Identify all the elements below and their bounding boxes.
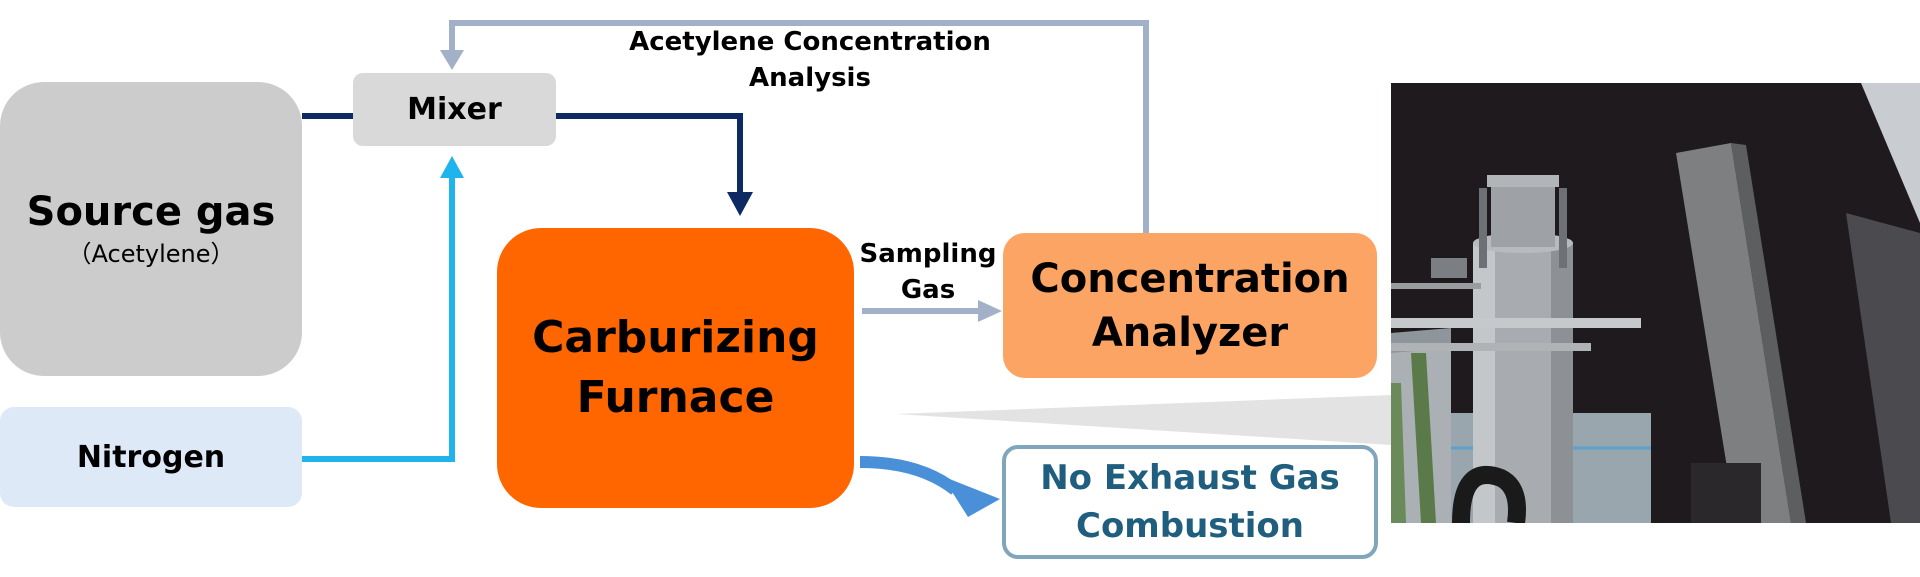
furnace-label-line2: Furnace [576, 372, 775, 423]
concentration-analyzer-box: Concentration Analyzer [1003, 233, 1377, 378]
nitrogen-box: Nitrogen [0, 407, 302, 507]
exhaust-curve [859, 456, 959, 495]
source-gas-title: Source gas [26, 189, 276, 235]
source-gas-box: Source gas （Acetylene） [0, 82, 302, 376]
exhaust-label-line1: No Exhaust Gas [1040, 458, 1340, 498]
feedback-label-line1: Acetylene Concentration [629, 27, 991, 57]
photo-callout-wedge [896, 395, 1391, 445]
sampling-arrowhead [978, 300, 1002, 322]
analyzer-label-line1: Concentration [1030, 255, 1350, 302]
mixer-to-furnace-line [556, 113, 743, 195]
nitrogen-to-mixer-arrowhead [440, 156, 464, 178]
carburizing-furnace-box: Carburizing Furnace [497, 228, 854, 508]
feedback-loop-label: Acetylene Concentration Analysis [620, 24, 1000, 96]
mixer-box: Mixer [353, 73, 556, 146]
mixer-label: Mixer [407, 92, 502, 127]
analyzer-label-line2: Analyzer [1091, 309, 1289, 356]
nitrogen-label: Nitrogen [76, 439, 226, 475]
sampling-gas-label: Sampling Gas [848, 236, 1008, 308]
sampling-label-line1: Sampling [859, 239, 997, 269]
feedback-line [449, 20, 1149, 233]
nitrogen-to-mixer-line [302, 178, 455, 462]
exhaust-label-line2: Combustion [1076, 506, 1304, 546]
furnace-label-line1: Carburizing [532, 312, 819, 363]
feedback-label-line2: Analysis [749, 63, 871, 93]
furnace-equipment-photo [1391, 83, 1920, 523]
photo-illustration [1391, 83, 1920, 523]
no-exhaust-combustion-box: No Exhaust Gas Combustion [1002, 445, 1378, 559]
sampling-label-line2: Gas [900, 275, 956, 305]
source-gas-subtitle: （Acetylene） [67, 240, 235, 268]
mixer-to-furnace-arrowhead [727, 192, 753, 216]
feedback-arrowhead [440, 50, 464, 70]
exhaust-arrowhead [942, 476, 1000, 517]
